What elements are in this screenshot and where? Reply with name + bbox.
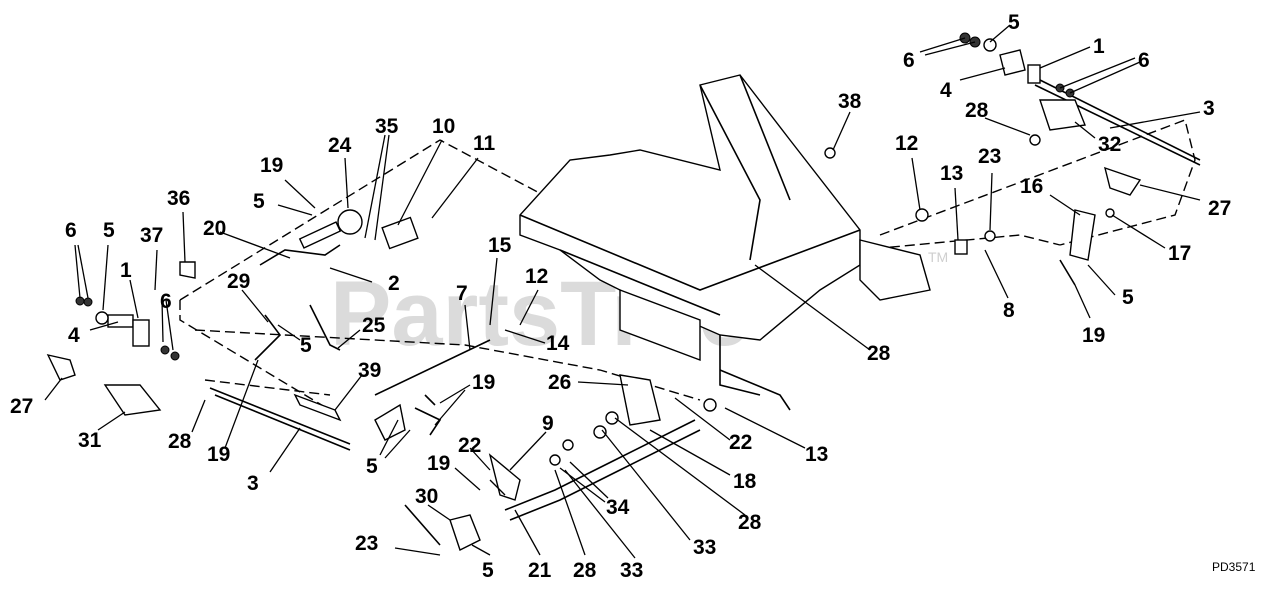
callout-33: 33 — [693, 536, 716, 559]
callout-19: 19 — [472, 371, 495, 394]
callout-29: 29 — [227, 270, 250, 293]
callout-33: 33 — [620, 559, 643, 582]
right-control-parts — [824, 32, 1201, 286]
callout-4: 4 — [940, 79, 952, 102]
callout-19: 19 — [1082, 324, 1105, 347]
callout-10: 10 — [432, 115, 455, 138]
callout-2: 2 — [388, 272, 400, 295]
callout-28: 28 — [168, 430, 192, 453]
callout-22: 22 — [458, 434, 481, 457]
callout-25: 25 — [362, 314, 386, 337]
callout-28: 28 — [867, 342, 891, 365]
callout-19: 19 — [260, 154, 283, 177]
callout-5: 5 — [253, 190, 265, 213]
callout-19: 19 — [207, 443, 230, 466]
callout-28: 28 — [965, 99, 989, 122]
callout-6: 6 — [65, 219, 77, 242]
callout-28: 28 — [573, 559, 597, 582]
callout-37: 37 — [140, 224, 163, 247]
bottom-linkage-parts — [404, 374, 717, 551]
callout-26: 26 — [548, 371, 571, 394]
callout-1: 1 — [1093, 35, 1105, 58]
callout-35: 35 — [375, 115, 399, 138]
callout-20: 20 — [203, 217, 226, 240]
callout-38: 38 — [838, 90, 862, 113]
callout-5: 5 — [1008, 11, 1020, 34]
callout-5: 5 — [300, 334, 312, 357]
callout-28: 28 — [738, 511, 762, 534]
callout-24: 24 — [328, 134, 352, 157]
callout-7: 7 — [456, 282, 468, 305]
callout-3: 3 — [1203, 97, 1215, 120]
callout-22: 22 — [729, 431, 752, 454]
assembly-dashed-outlines — [179, 119, 1196, 411]
callout-16: 16 — [1020, 175, 1043, 198]
callout-13: 13 — [940, 162, 963, 185]
callout-39: 39 — [358, 359, 381, 382]
callout-5: 5 — [103, 219, 115, 242]
callout-9: 9 — [542, 412, 554, 435]
left-control-parts — [46, 209, 491, 451]
callout-13: 13 — [805, 443, 828, 466]
drawing-code: PD3571 — [1212, 560, 1256, 574]
callout-23: 23 — [355, 532, 378, 555]
callout-8: 8 — [1003, 299, 1015, 322]
callout-18: 18 — [733, 470, 757, 493]
callout-labels: 6 5 1 6 4 3 28 32 38 12 13 23 16 27 17 8… — [10, 11, 1231, 582]
callout-23: 23 — [978, 145, 1001, 168]
leader-lines — [44, 24, 1201, 559]
callout-31: 31 — [78, 429, 102, 452]
callout-3: 3 — [247, 472, 259, 495]
callout-1: 1 — [120, 259, 132, 282]
callout-5: 5 — [366, 455, 378, 478]
callout-12: 12 — [525, 265, 548, 288]
callout-6: 6 — [1138, 49, 1150, 72]
callout-27: 27 — [10, 395, 33, 418]
callout-11: 11 — [473, 132, 496, 155]
callout-19: 19 — [427, 452, 450, 475]
callout-21: 21 — [528, 559, 552, 582]
callout-30: 30 — [415, 485, 438, 508]
callout-32: 32 — [1098, 133, 1121, 156]
callout-36: 36 — [167, 187, 190, 210]
callout-5: 5 — [1122, 286, 1134, 309]
callout-4: 4 — [68, 324, 80, 347]
callout-34: 34 — [606, 496, 630, 519]
main-frame-assembly — [519, 74, 931, 411]
callout-17: 17 — [1168, 242, 1191, 265]
callout-6: 6 — [903, 49, 915, 72]
callout-12: 12 — [895, 132, 918, 155]
callout-14: 14 — [546, 332, 570, 355]
callout-15: 15 — [488, 234, 512, 257]
callout-5: 5 — [482, 559, 494, 582]
callout-6: 6 — [160, 290, 172, 313]
callout-27: 27 — [1208, 197, 1231, 220]
watermark-trademark: TM — [928, 249, 948, 265]
